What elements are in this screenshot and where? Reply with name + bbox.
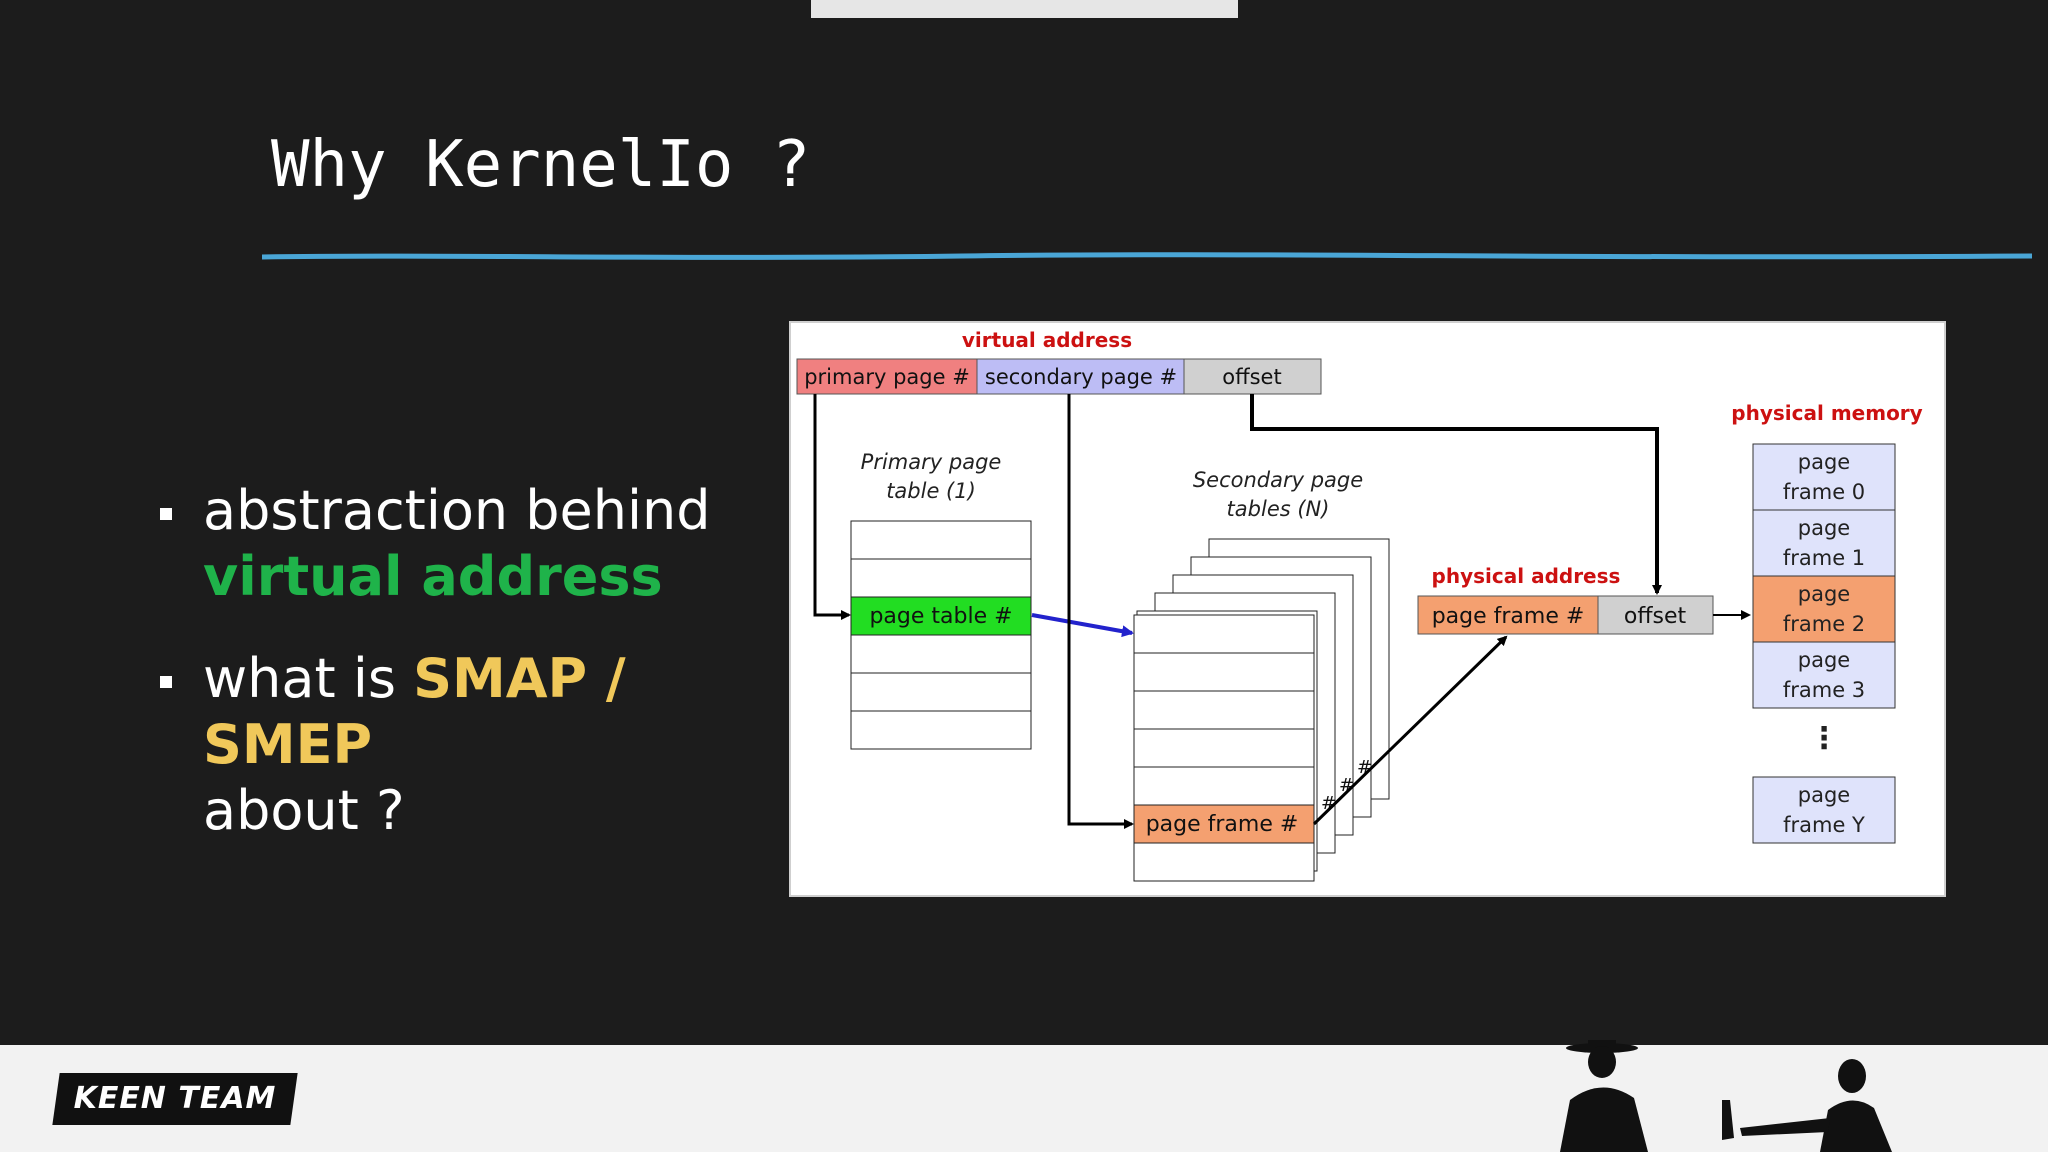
bullet-marker [160, 676, 172, 688]
bullet-highlight-smap-smep: SMAP / SMEP [203, 647, 626, 776]
secondary-entry-text: page frame # [1146, 812, 1299, 837]
bullet-text: abstraction behind [203, 479, 711, 542]
physical-frames [1752, 443, 1896, 844]
pa-field-offset [1597, 595, 1714, 635]
logo-text: KEEN TEAM [73, 1081, 277, 1116]
pa-field-offset-text: offset [1624, 604, 1687, 629]
slide-title: Why KernelIo ? [271, 128, 811, 202]
virtual-address-label: virtual address [962, 328, 1132, 352]
frame-y-line1: page [1798, 783, 1850, 807]
secondary-table-label-line1: Secondary page [1193, 468, 1363, 492]
secondary-page-table [1133, 614, 1315, 882]
frame-0-line1: page [1798, 450, 1850, 474]
frame-2-line2: frame 2 [1783, 612, 1865, 636]
page-table-diagram: virtual address primary page # secondary… [789, 321, 1946, 897]
primary-table-label-line1: Primary page [861, 450, 1002, 474]
frame-3-line1: page [1798, 648, 1850, 672]
frame-ellipsis: ⋮ [1809, 721, 1839, 756]
footer-silhouettes-image [1560, 1040, 1892, 1152]
footer-band [0, 1045, 2048, 1152]
pa-field-frame-text: page frame # [1432, 604, 1585, 629]
title-underline [262, 252, 2032, 260]
frame-0-line2: frame 0 [1783, 480, 1865, 504]
frame-y-line2: frame Y [1783, 813, 1865, 837]
physical-address-label: physical address [1432, 564, 1621, 588]
physical-memory-label: physical memory [1731, 401, 1922, 425]
bullet-text-suffix: about ? [203, 779, 405, 842]
frame-3-line2: frame 3 [1783, 678, 1865, 702]
secondary-table-label-line2: tables (N) [1227, 497, 1330, 521]
frame-2-line1: page [1798, 582, 1850, 606]
pa-field-frame [1417, 595, 1599, 635]
primary-table-label-line2: table (1) [886, 479, 976, 503]
hash-mark-2: # [1339, 775, 1354, 796]
frame-1-line2: frame 1 [1783, 546, 1865, 570]
bullet-list: abstraction behind virtual address what … [155, 478, 775, 880]
bullet-marker [160, 508, 172, 520]
bullet-highlight-virtual-address: virtual address [203, 545, 663, 608]
keen-team-logo: KEEN TEAM [52, 1073, 298, 1125]
top-tab-strip [811, 0, 1238, 18]
va-field-offset-text: offset [1222, 365, 1281, 389]
frame-1-line1: page [1798, 516, 1850, 540]
bullet-text-prefix: what is [203, 647, 414, 710]
va-field-primary-text: primary page # [804, 365, 970, 389]
primary-page-table [850, 520, 1032, 750]
primary-entry-text: page table # [869, 604, 1012, 629]
va-field-primary [796, 358, 978, 395]
diagram-arrows [813, 394, 1751, 829]
hash-mark-1: # [1321, 793, 1336, 814]
va-field-secondary-text: secondary page # [985, 365, 1177, 389]
va-field-offset [1183, 358, 1322, 395]
bullet-item-abstraction: abstraction behind virtual address [155, 478, 775, 610]
bullet-item-smap-smep: what is SMAP / SMEP about ? [155, 646, 775, 844]
